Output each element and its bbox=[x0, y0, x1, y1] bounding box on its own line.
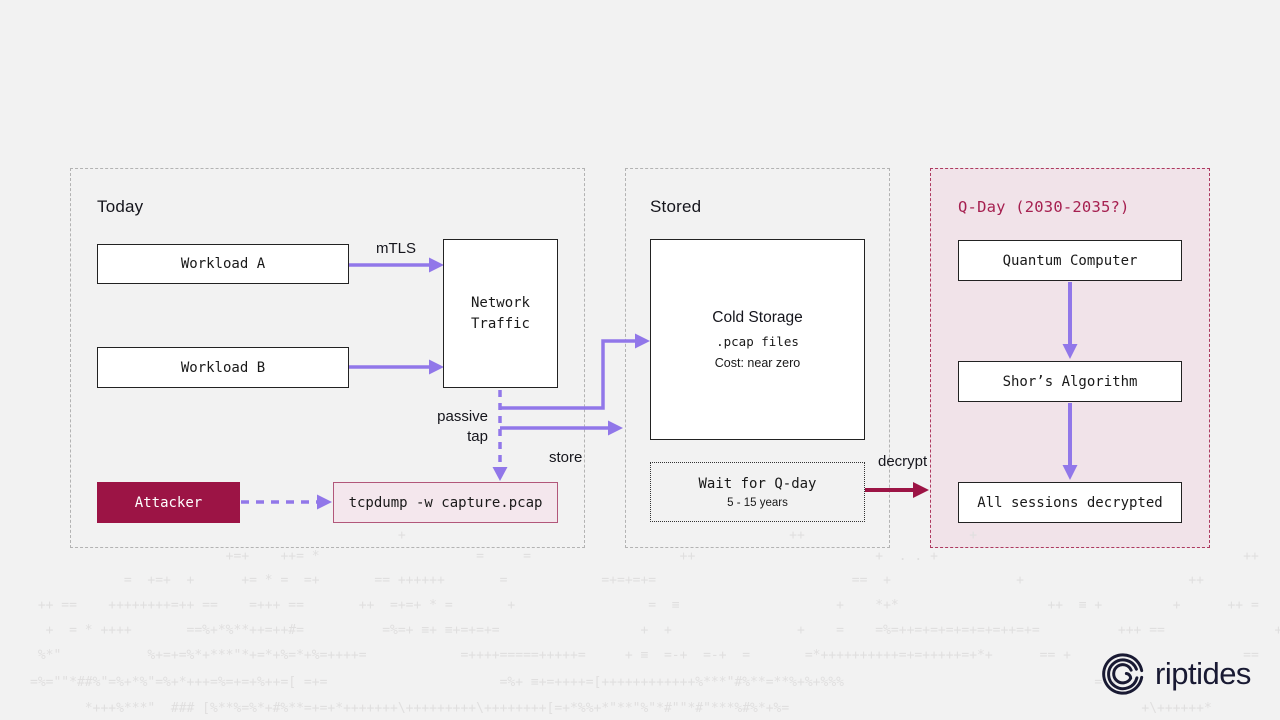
label-store: store bbox=[549, 449, 583, 466]
panel-title-today: Today bbox=[97, 197, 144, 216]
label-mtls: mTLS bbox=[375, 240, 416, 257]
box-quantum-computer: Quantum Computer bbox=[958, 240, 1182, 281]
wait-for-qday-title: Wait for Q-day bbox=[698, 475, 817, 492]
cold-storage-pcap-files: .pcap files bbox=[716, 334, 799, 349]
panel-title-qday: Q-Day (2030-2035?) bbox=[958, 198, 1130, 216]
box-wait-for-qday: Wait for Q-day 5 - 15 years bbox=[650, 462, 865, 522]
box-cold-storage: Cold Storage .pcap files Cost: near zero bbox=[650, 239, 865, 440]
ascii-art-row: + = * ++++ ==%+*%**++=++#= =%=+ ≡+ ≡+=+=… bbox=[30, 623, 1280, 638]
box-shors-algorithm: Shor’s Algorithm bbox=[958, 361, 1182, 402]
riptides-logo: riptides bbox=[1100, 651, 1251, 697]
ascii-art-row: = +=+ + += * = =+ == ++++++ = =+=+=+= ==… bbox=[30, 573, 1204, 588]
label-decrypt: decrypt bbox=[878, 453, 928, 470]
cold-storage-cost: Cost: near zero bbox=[714, 356, 801, 370]
ascii-art-row: ++ == ++++++++=++ == =+++ == ++ =+=+ * =… bbox=[30, 598, 1259, 613]
ascii-art-row: =%=""*##%"=%+*%"=%+*+++=%=+=+%++=[ =+= =… bbox=[30, 675, 1118, 690]
box-workload-b: Workload B bbox=[97, 347, 349, 388]
panel-title-stored: Stored bbox=[650, 197, 702, 216]
wait-for-qday-years: 5 - 15 years bbox=[727, 496, 788, 509]
box-network-traffic: Network Traffic bbox=[443, 239, 558, 388]
box-tcpdump-command: tcpdump -w capture.pcap bbox=[333, 482, 558, 523]
riptides-logo-text: riptides bbox=[1155, 656, 1251, 691]
box-all-sessions-decrypted: All sessions decrypted bbox=[958, 482, 1182, 523]
ascii-art-row: *+++%***" ### [%**%=%*+#%**=+=+*+++++++\… bbox=[30, 701, 1212, 716]
ascii-art-row: %*" %+=+=%*+***"*+=*+%=*+%=++++= =++++==… bbox=[30, 648, 1259, 663]
cold-storage-title: Cold Storage bbox=[712, 309, 803, 326]
label-passive-tap: passive tap bbox=[437, 408, 488, 445]
box-workload-a: Workload A bbox=[97, 244, 349, 284]
ascii-art-row: + ++ + bbox=[30, 528, 978, 543]
ascii-art-row: +=+ ++= * = = ++ + . . + ++ bbox=[30, 549, 1259, 564]
box-attacker: Attacker bbox=[97, 482, 240, 523]
riptides-swirl-icon bbox=[1102, 653, 1144, 695]
